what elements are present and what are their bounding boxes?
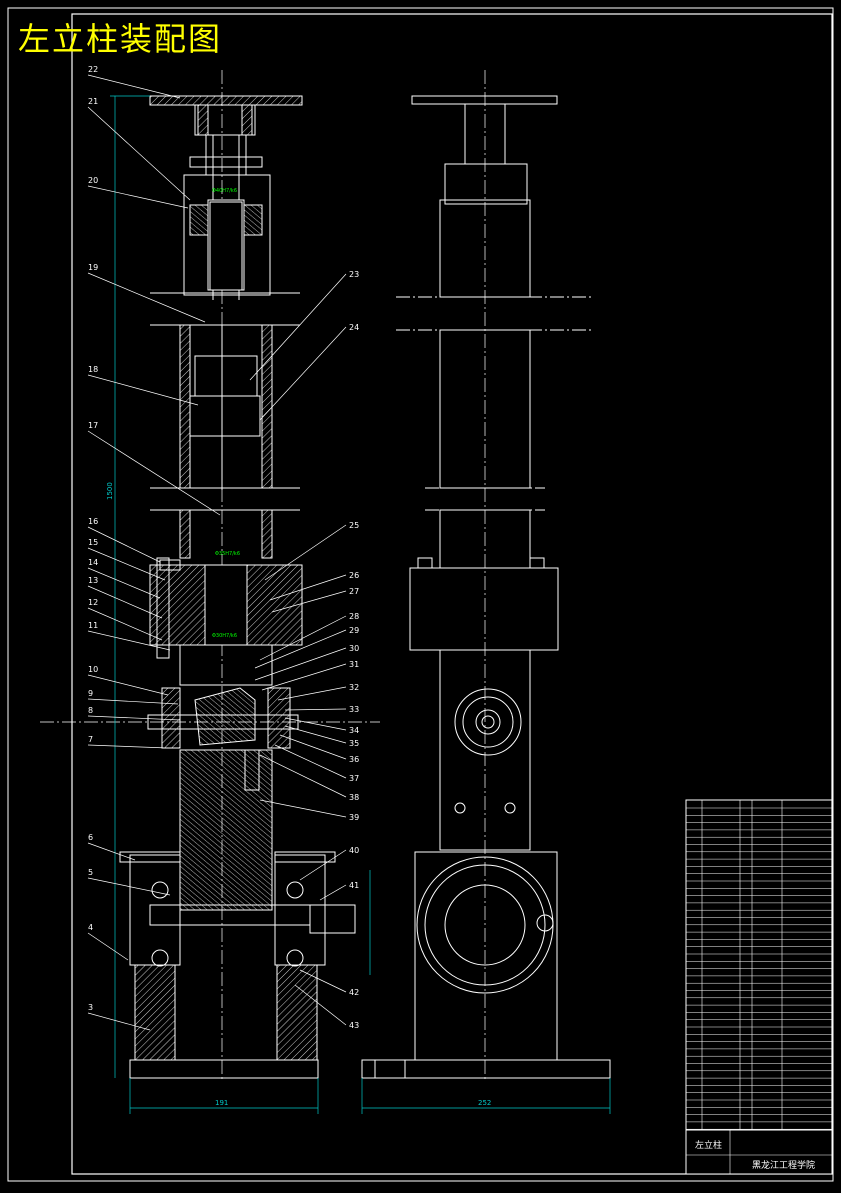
balloon-number: 5 bbox=[88, 868, 93, 877]
balloon-number: 43 bbox=[349, 1021, 359, 1030]
balloon-number: 7 bbox=[88, 735, 93, 744]
balloon-number: 42 bbox=[349, 988, 359, 997]
balloon-number: 41 bbox=[349, 881, 359, 890]
balloon-number: 11 bbox=[88, 621, 98, 630]
balloon-number: 28 bbox=[349, 612, 359, 621]
balloon-number: 30 bbox=[349, 644, 359, 653]
outer-border bbox=[7, 7, 834, 1182]
balloon-number: 18 bbox=[88, 365, 98, 374]
balloon-number: 9 bbox=[88, 689, 93, 698]
dim-base-left: 191 bbox=[215, 1099, 228, 1107]
balloon-leaders bbox=[87, 74, 347, 1031]
balloon-number: 12 bbox=[88, 598, 98, 607]
school-name: 黑龙江工程学院 bbox=[752, 1159, 815, 1171]
fit-label: Φ40H7/k6 bbox=[212, 188, 237, 194]
dim-height: 1500 bbox=[106, 482, 114, 500]
balloon-number: 13 bbox=[88, 576, 98, 585]
part-name: 左立柱 bbox=[695, 1139, 722, 1151]
balloon-number: 33 bbox=[349, 705, 359, 714]
balloon-number: 8 bbox=[88, 706, 93, 715]
balloon-number: 24 bbox=[349, 323, 359, 332]
balloon-number: 27 bbox=[349, 587, 359, 596]
balloon-number: 20 bbox=[88, 176, 98, 185]
balloon-number: 40 bbox=[349, 846, 359, 855]
balloon-number: 4 bbox=[88, 923, 93, 932]
fit-label: Φ30H7/k6 bbox=[212, 633, 237, 639]
balloon-number: 14 bbox=[88, 558, 98, 567]
dim-base-right: 252 bbox=[478, 1099, 491, 1107]
balloon-number: 22 bbox=[88, 65, 98, 74]
balloon-number: 29 bbox=[349, 626, 359, 635]
front-section-view bbox=[40, 70, 380, 1080]
balloon-number: 17 bbox=[88, 421, 98, 430]
dimension-lines bbox=[110, 95, 611, 1114]
balloon-number: 6 bbox=[88, 833, 93, 842]
balloon-number: 34 bbox=[349, 726, 359, 735]
balloon-number: 39 bbox=[349, 813, 359, 822]
balloon-number: 10 bbox=[88, 665, 98, 674]
side-view bbox=[361, 70, 611, 1080]
fit-label: Φ35H7/k6 bbox=[215, 551, 240, 557]
balloon-number: 36 bbox=[349, 755, 359, 764]
drawing-title: 左立柱装配图 bbox=[18, 20, 223, 58]
balloon-number: 21 bbox=[88, 97, 98, 106]
balloon-number: 26 bbox=[349, 571, 359, 580]
balloon-number: 3 bbox=[88, 1003, 93, 1012]
balloon-number: 15 bbox=[88, 538, 98, 547]
balloon-number: 37 bbox=[349, 774, 359, 783]
fit-annotations: Φ40H7/k6 Φ35H7/k6 Φ30H7/k6 bbox=[212, 188, 240, 639]
balloon-number: 31 bbox=[349, 660, 359, 669]
parts-list: 左立柱 黑龙江工程学院 bbox=[685, 799, 833, 1175]
balloon-number: 38 bbox=[349, 793, 359, 802]
balloon-number: 19 bbox=[88, 263, 98, 272]
balloon-number: 32 bbox=[349, 683, 359, 692]
inner-border bbox=[71, 13, 833, 1175]
balloon-number: 35 bbox=[349, 739, 359, 748]
balloon-number: 16 bbox=[88, 517, 98, 526]
balloon-number: 23 bbox=[349, 270, 359, 279]
balloon-labels: 2221201918171615141312111098765432324252… bbox=[88, 65, 359, 1030]
balloon-number: 25 bbox=[349, 521, 359, 530]
